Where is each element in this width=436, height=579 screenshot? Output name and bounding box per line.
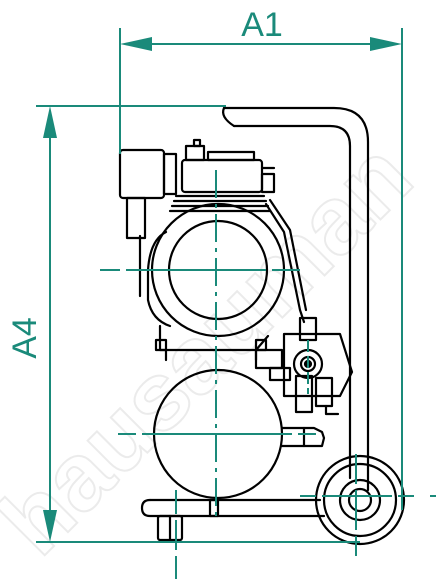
dimension-a1: A1 [119,6,403,510]
handle-frame [222,106,370,492]
a4-label: A4 [6,317,44,359]
center-lines [100,170,436,579]
a4-arrow-bottom [43,510,57,542]
a1-arrow-left [120,37,152,51]
a4-arrow-top [43,106,57,138]
a1-arrow-right [370,37,402,51]
dimension-a4: A4 [6,105,360,543]
motor-cover [118,148,178,240]
valve-assembly [254,316,354,416]
wheel [314,454,406,546]
frame-rail [140,498,326,542]
a1-label: A1 [241,6,283,44]
cylinder-head [168,138,276,213]
